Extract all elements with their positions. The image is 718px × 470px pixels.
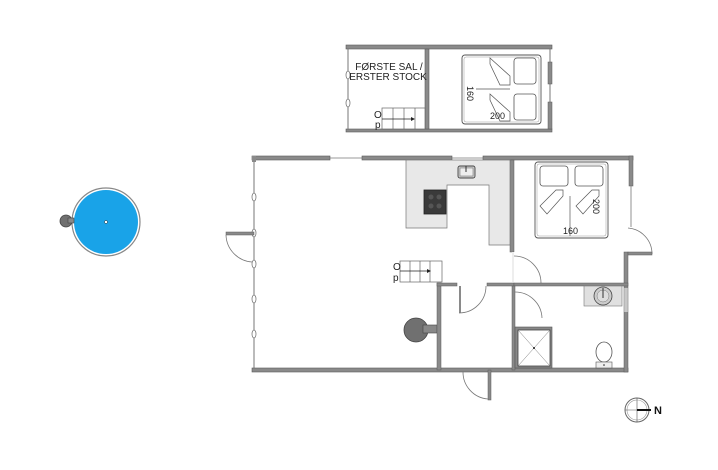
wood-stove — [403, 317, 438, 343]
upper-floor-label-line1: FØRSTE SAL / — [355, 62, 423, 73]
upper-stair: O p — [374, 107, 426, 131]
ground-stair: O p — [393, 260, 443, 284]
left-door — [225, 231, 255, 263]
compass-icon: N — [624, 397, 662, 423]
upper-stair-up-label: O — [374, 110, 382, 121]
main-bed-length: 200 — [591, 199, 601, 214]
main-bed-width: 160 — [563, 226, 578, 236]
pool — [59, 187, 141, 257]
kitchen-counter — [405, 159, 511, 246]
upper-stair-down-label: p — [375, 120, 381, 131]
stove — [423, 189, 447, 215]
upper-bed-width: 160 — [465, 86, 475, 101]
upper-floor-label-line2: ERSTER STOCK — [349, 72, 427, 83]
ground-floor: O p — [225, 155, 653, 401]
washbasin — [583, 285, 623, 307]
upper-double-bed: 160 200 — [461, 54, 542, 125]
ground-stair-up-label: O — [393, 262, 401, 273]
main-double-bed: 200 160 — [534, 161, 609, 239]
toilet — [595, 341, 613, 369]
compass-north-label: N — [654, 405, 662, 417]
upper-floor: FØRSTE SAL / ERSTER STOCK O p 160 200 — [345, 44, 553, 133]
shower — [514, 326, 553, 369]
upper-bed-length: 200 — [490, 111, 505, 121]
ground-stair-down-label: p — [393, 273, 399, 284]
